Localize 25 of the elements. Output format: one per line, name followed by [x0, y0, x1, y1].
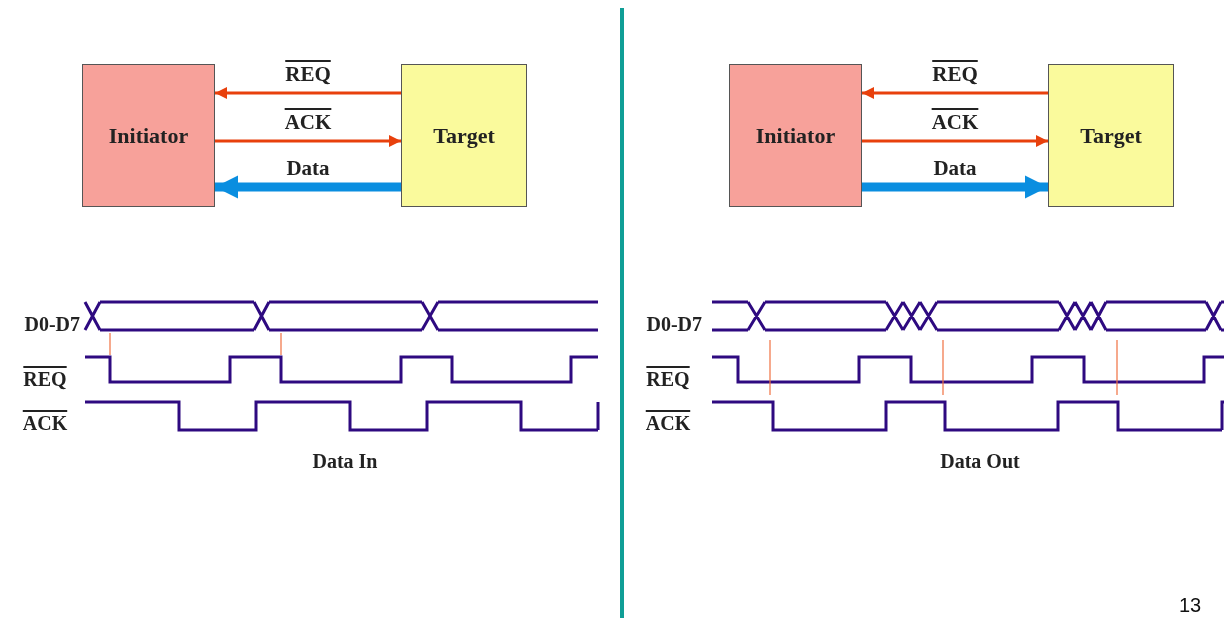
signal-label: REQ	[23, 368, 67, 390]
signal-label: ACK	[22, 412, 68, 434]
block-box: Target	[1048, 64, 1174, 207]
edge-label: Data	[933, 156, 977, 180]
arrow	[862, 135, 1048, 147]
diagram-caption: Data Out	[940, 450, 1020, 472]
arrow	[215, 87, 401, 99]
signal-label: D0-D7	[646, 313, 702, 335]
signal-label: REQ	[646, 368, 690, 390]
arrow	[862, 175, 1048, 199]
block-box: Target	[401, 64, 527, 207]
page-number: 13	[1178, 594, 1202, 616]
edge-label: ACK	[931, 110, 979, 134]
edge-label: REQ	[285, 62, 331, 86]
edge-label: REQ	[932, 62, 978, 86]
block-box: Initiator	[82, 64, 215, 207]
arrow	[862, 87, 1048, 99]
diagram-caption: Data In	[312, 450, 378, 472]
edge-label: Data	[286, 156, 330, 180]
arrow	[215, 175, 401, 199]
block-box: Initiator	[729, 64, 862, 207]
signal-label: D0-D7	[24, 313, 80, 335]
edge-label: ACK	[284, 110, 332, 134]
signal-label: ACK	[645, 412, 691, 434]
arrow	[215, 135, 401, 147]
